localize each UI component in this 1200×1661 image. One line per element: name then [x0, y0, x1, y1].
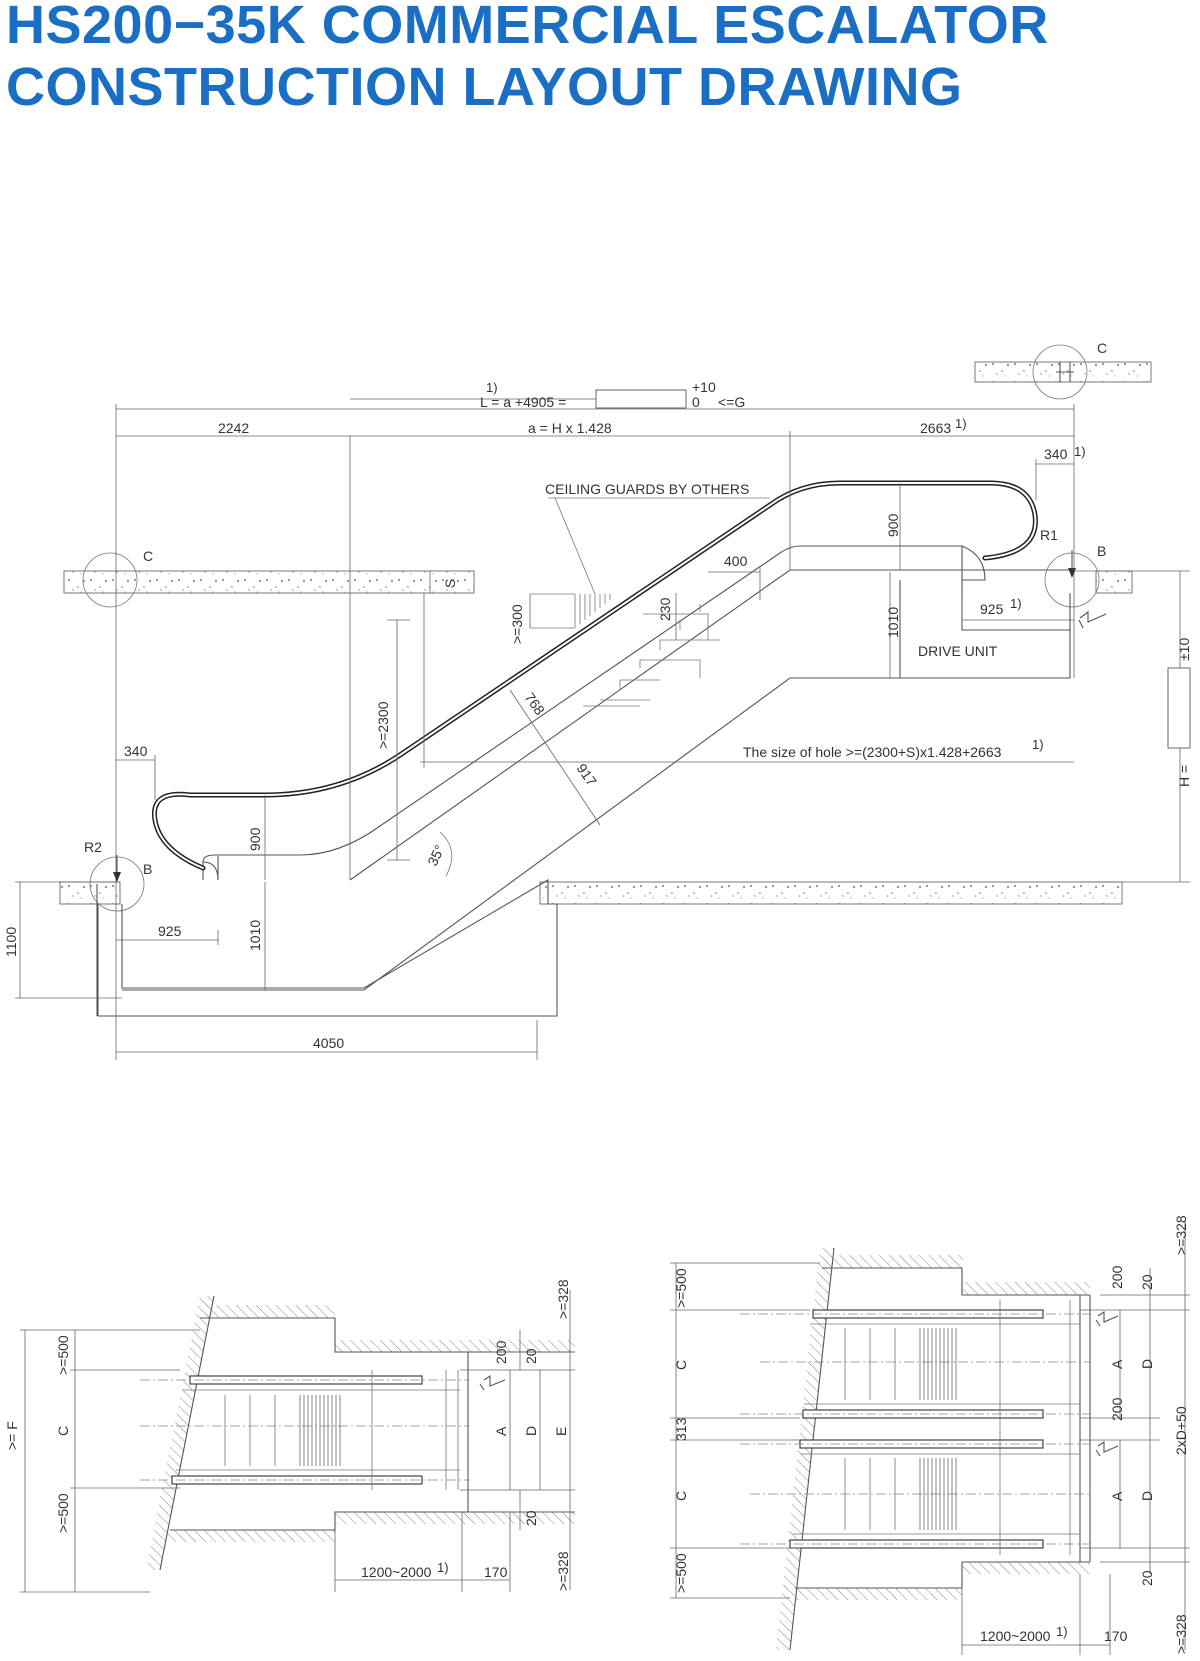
double-label-a-top: A — [1109, 1359, 1125, 1369]
double-dim-200-mid: 200 — [1109, 1397, 1125, 1421]
handrail — [151, 480, 1038, 871]
double-dim-width: 1200~2000 — [980, 1628, 1051, 1644]
single-dim-500-top: >=500 — [55, 1335, 71, 1375]
dim-900-bottom: 900 — [247, 827, 263, 851]
single-dim-200: 200 — [493, 1340, 509, 1364]
dim-1010-bottom: 1010 — [247, 920, 263, 951]
single-dim-20-top: 20 — [523, 1348, 539, 1364]
double-dim-500-bottom: >=500 — [673, 1553, 689, 1593]
ceiling-guard — [530, 497, 770, 629]
double-note-1: 1) — [1056, 1624, 1068, 1639]
label-c-left: C — [143, 548, 153, 564]
drive-unit-label: DRIVE UNIT — [918, 643, 998, 659]
label-b-top: B — [1097, 543, 1106, 559]
detail-circle-c-left — [82, 552, 138, 608]
dim-1100: 1100 — [3, 927, 19, 957]
double-dim-20-bottom: 20 — [1139, 1570, 1155, 1586]
double-dim-2d50: 2xD+50 — [1173, 1406, 1189, 1455]
single-dim-20-bottom: 20 — [523, 1510, 539, 1526]
note-1-925: 1) — [1010, 596, 1022, 611]
detail-circle-c-top — [1032, 344, 1088, 400]
plan-view-single: >=328 >=328 >=500 >=500 C >= F 200 20 20… — [4, 1279, 575, 1593]
dim-10: ±10 — [1176, 638, 1192, 661]
single-label-a: A — [493, 1426, 509, 1436]
single-label-c: C — [55, 1426, 71, 1436]
length-formula: L = a +4905 = — [480, 394, 566, 410]
hole-size-note: The size of hole >=(2300+S)x1.428+2663 — [743, 744, 1002, 760]
truss-outline — [97, 879, 558, 1017]
length-note: 1) — [486, 380, 498, 395]
label-s: S — [442, 579, 458, 588]
single-dim-500-bottom: >=500 — [55, 1493, 71, 1533]
label-b-bottom: B — [143, 861, 152, 877]
double-label-d-top: D — [1139, 1359, 1155, 1369]
side-elevation-view: 1) L = a +4905 = +10 0 <=G 2242 a = H x … — [3, 340, 1192, 1060]
tolerance-plus: +10 — [692, 379, 716, 395]
ceiling-guards-label: CEILING GUARDS BY OTHERS — [545, 481, 749, 497]
label-c-top: C — [1097, 340, 1107, 356]
page-subtitle: CONSTRUCTION LAYOUT DRAWING — [6, 57, 963, 117]
tolerance-g: <=G — [718, 394, 745, 410]
single-label-d: D — [523, 1426, 539, 1436]
double-dim-200-top: 200 — [1109, 1265, 1125, 1289]
double-dim-328-bottom: >=328 — [1173, 1614, 1189, 1654]
dim-2300: >=2300 — [375, 701, 391, 749]
single-dim-170: 170 — [484, 1564, 508, 1580]
lower-floor-slab-right — [539, 881, 1123, 905]
page-title: HS200−35K COMMERCIAL ESCALATOR — [6, 0, 1049, 55]
single-note-1: 1) — [437, 1560, 449, 1575]
note-1-top: 1) — [955, 416, 967, 431]
double-dim-500-top: >=500 — [673, 1268, 689, 1308]
single-dim-328-top: >=328 — [555, 1279, 571, 1319]
plan-view-double: >=328 >=328 >=500 >=500 C C 313 200 200 … — [670, 1215, 1190, 1655]
dim-1010-top: 1010 — [885, 607, 901, 638]
note-1-hole: 1) — [1032, 737, 1044, 752]
dim-300: >=300 — [509, 604, 525, 644]
double-dim-328-top: >=328 — [1173, 1215, 1189, 1255]
tolerance-zero: 0 — [692, 394, 700, 410]
upper-floor-slab — [63, 570, 475, 594]
label-r1: R1 — [1040, 527, 1058, 543]
dim-900-top: 900 — [885, 513, 901, 537]
dim-2663: 2663 — [920, 420, 951, 436]
dim-a-formula: a = H x 1.428 — [528, 420, 612, 436]
double-label-a-bottom: A — [1109, 1491, 1125, 1501]
dim-340-top: 340 — [1044, 446, 1068, 462]
double-label-d-bottom: D — [1139, 1491, 1155, 1501]
dim-925-top: 925 — [980, 601, 1004, 617]
dim-400: 400 — [724, 553, 748, 569]
single-label-e: E — [553, 1427, 569, 1436]
single-dim-width: 1200~2000 — [361, 1564, 432, 1580]
double-dim-170: 170 — [1104, 1628, 1128, 1644]
dim-4050: 4050 — [313, 1035, 344, 1051]
dim-925-bottom: 925 — [158, 923, 182, 939]
double-label-c-top: C — [673, 1360, 689, 1370]
label-h: H = — [1176, 765, 1192, 787]
dim-917: 917 — [574, 761, 601, 789]
double-dim-20-top: 20 — [1139, 1274, 1155, 1290]
single-label-f: >= F — [4, 1421, 20, 1450]
label-r2: R2 — [84, 839, 102, 855]
dim-230: 230 — [657, 597, 673, 621]
double-label-c-bottom: C — [673, 1491, 689, 1501]
angle-35: 35° — [424, 842, 447, 868]
single-dim-328-bottom: >=328 — [555, 1551, 571, 1591]
note-1-340: 1) — [1074, 444, 1086, 459]
double-dim-313: 313 — [673, 1417, 689, 1441]
dim-340-bottom: 340 — [124, 743, 148, 759]
dim-2242: 2242 — [218, 420, 249, 436]
upper-landing-slab — [1095, 570, 1133, 594]
